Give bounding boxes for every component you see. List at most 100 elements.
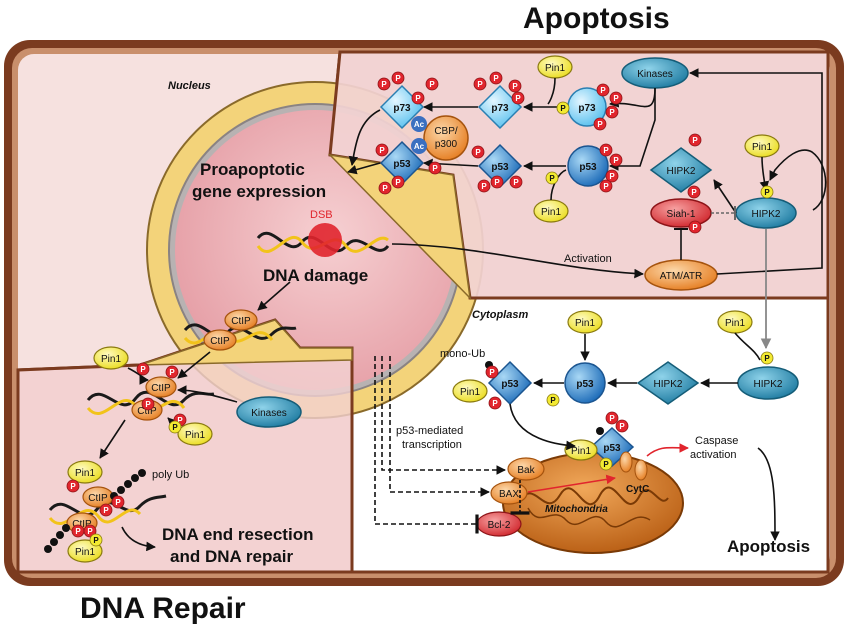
cytoplasm-arrows [374,332,780,541]
svg-text:P: P [115,498,121,507]
mono-ub-marker-mito [596,427,604,435]
svg-text:P: P [764,188,770,197]
svg-text:P: P [560,104,566,113]
svg-text:P: P [169,368,175,377]
svg-text:Pin1: Pin1 [460,387,480,398]
node-pin1-right: Pin1 [744,134,780,158]
phospho-tag: P [596,83,610,97]
svg-text:P: P [75,527,81,536]
node-bax: BAX [490,481,528,505]
svg-text:P: P [603,146,609,155]
pin1-phospho-tag: P [599,457,613,471]
svg-text:Pin1: Pin1 [575,318,595,329]
svg-text:P: P [513,178,519,187]
label-gene-expression: gene expression [192,182,326,201]
phospho-tag: P [71,524,85,538]
node-kinases-repair: Kinases [236,396,302,428]
phospho-tag: P [425,77,439,91]
svg-text:P: P [93,536,99,545]
phospho-tag: P [66,479,80,493]
svg-text:P: P [597,120,603,129]
phospho-tag: P [599,143,613,157]
svg-text:Ac: Ac [414,142,425,151]
node-siah1: Siah-1 [650,198,712,228]
svg-text:P: P [87,527,93,536]
svg-text:P: P [492,399,498,408]
pin1-phospho-tag: P [168,420,182,434]
phospho-tag: P [605,411,619,425]
label-activation: Activation [564,253,612,265]
label-p53-mediated: p53-mediated [396,425,463,437]
label-dsb: DSB [310,209,333,221]
phospho-tag: P [477,179,491,193]
phospho-tag: P [599,179,613,193]
acetyl-tag-2: Ac [411,138,427,154]
svg-text:p73: p73 [393,103,411,114]
pin1-phospho-tag: P [760,185,774,199]
node-p53-circle: p53 [567,145,609,187]
title-apoptosis-top: Apoptosis [523,2,670,35]
phospho-tag: P [391,71,405,85]
svg-text:P: P [549,174,555,183]
node-ctip-mid-1: CtIP [145,376,177,398]
svg-text:P: P [609,172,615,181]
svg-text:Pin1: Pin1 [541,207,561,218]
svg-text:p53: p53 [501,379,519,390]
svg-text:P: P [140,365,146,374]
phospho-tag: P [375,143,389,157]
node-kinases-top: Kinases [621,57,689,89]
node-ctip-bottom-1: CtIP [82,486,114,508]
poly-ub-chain [44,469,146,553]
svg-text:P: P [379,146,385,155]
phospho-tag: P [488,396,502,410]
phospho-tag: P [471,145,485,159]
svg-text:P: P [619,422,625,431]
phospho-tag: P [489,71,503,85]
svg-text:p73: p73 [578,103,596,114]
svg-text:CBP/: CBP/ [434,126,458,137]
svg-text:P: P [692,136,698,145]
phospho-tag: P [473,77,487,91]
svg-text:P: P [603,182,609,191]
svg-text:Bcl-2: Bcl-2 [488,520,511,531]
svg-text:P: P [145,400,151,409]
acetyl-tag-1: Ac [411,116,427,132]
phospho-tag: P [615,419,629,433]
title-apoptosis-bottom: Apoptosis [727,537,810,556]
phospho-tag: P [141,397,155,411]
svg-text:P: P [609,108,615,117]
node-cbp-p300: CBP/ p300 [423,115,469,161]
svg-text:Pin1: Pin1 [752,142,772,153]
svg-text:P: P [381,80,387,89]
svg-text:CtIP: CtIP [137,406,157,417]
svg-text:HIPK2: HIPK2 [667,166,696,177]
svg-text:P: P [515,94,521,103]
svg-text:P: P [609,414,615,423]
top-pathway-arrows [347,68,827,279]
svg-text:p53: p53 [393,159,411,170]
phospho-tag: P [605,169,619,183]
phospho-tag: P [428,161,442,175]
node-p53-circle-cyto: p53 [564,362,606,404]
node-pin1-mid: Pin1 [533,199,569,223]
svg-text:P: P [512,82,518,91]
label-caspase-activation: activation [690,449,736,461]
label-proapoptotic: Proapoptotic [200,160,305,179]
phospho-tag: P [83,524,97,538]
node-bcl2: Bcl-2 [476,511,522,537]
svg-text:P: P [177,416,183,425]
pin1-phospho-tag: P [545,171,559,185]
svg-text:Kinases: Kinases [251,408,287,419]
svg-text:Kinases: Kinases [637,69,673,80]
svg-text:Siah-1: Siah-1 [667,209,696,220]
svg-text:P: P [475,148,481,157]
svg-text:HIPK2: HIPK2 [752,209,781,220]
node-p73-circle: p73 [567,87,607,127]
phospho-tag: P [605,105,619,119]
dsb-marker [308,223,342,257]
svg-text:P: P [70,482,76,491]
svg-text:P: P [493,74,499,83]
svg-text:P: P [481,182,487,191]
svg-text:CtIP: CtIP [231,316,251,327]
